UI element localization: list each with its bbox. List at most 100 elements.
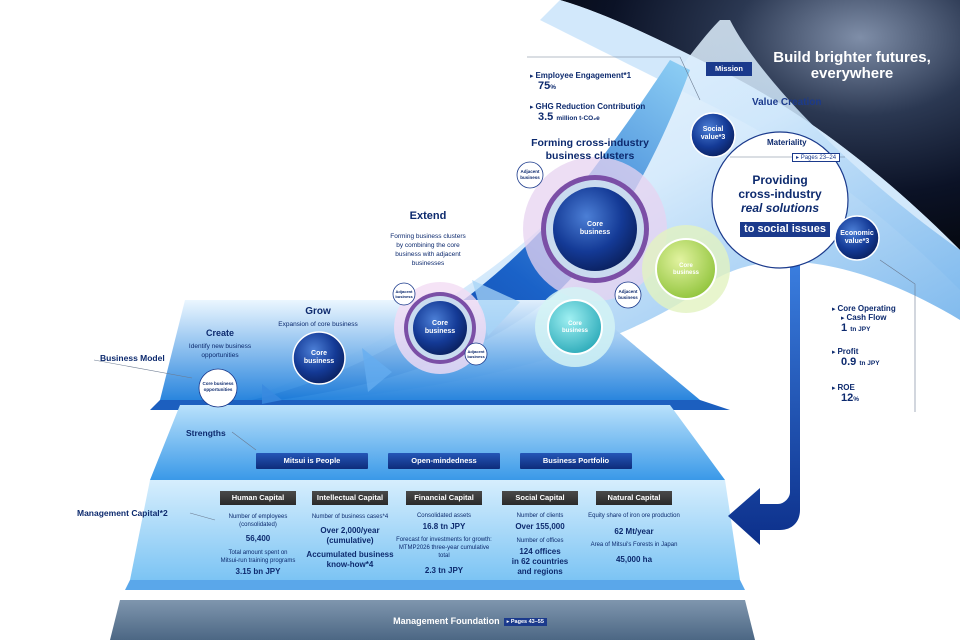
financial-capital-assets-label: Consolidated assets bbox=[416, 513, 472, 519]
kpi-cash-flow-label-2: Cash Flow bbox=[841, 313, 896, 322]
adjacent-3-line-2: business bbox=[520, 175, 540, 180]
strength-business-portfolio: Business Portfolio bbox=[520, 453, 632, 469]
materiality-pages-link[interactable]: ▸ Pages 23–24 bbox=[792, 153, 841, 162]
green-core-line-1: Core bbox=[679, 263, 693, 269]
adjacent-4-line-2: business bbox=[618, 295, 638, 300]
extend-desc-line-4: businesses bbox=[411, 260, 445, 267]
social-capital-clients-value: Over 155,000 bbox=[515, 522, 565, 531]
opportunities-line-1: Core business bbox=[202, 381, 234, 386]
grow-core-line-2: business bbox=[303, 358, 335, 365]
social-capital-offices-label: Number of offices bbox=[516, 538, 564, 544]
kpi-employee-engagement-unit: % bbox=[550, 84, 557, 91]
human-capital-training-value: 3.15 bn JPY bbox=[235, 567, 281, 576]
human-capital-training-label: Total amount spent on Mitsui-run trainin… bbox=[200, 549, 316, 565]
management-capital-label: Management Capital*2 bbox=[77, 508, 168, 518]
human-l4: Mitsui-run training programs bbox=[220, 558, 296, 564]
social-value-line-2: value*3 bbox=[700, 134, 726, 141]
create-title: Create bbox=[205, 328, 234, 338]
social-capital-header: Social Capital bbox=[502, 491, 578, 505]
extend-desc-line-1: Forming business clusters bbox=[390, 233, 466, 240]
create-desc-line-2: opportunities bbox=[201, 352, 239, 359]
social-v2b: in 62 countries bbox=[511, 557, 569, 566]
adjacent-3-line-1: Adjacent bbox=[520, 169, 540, 174]
extend-desc-line-3: business with adjacent bbox=[395, 251, 461, 258]
human-capital-employees-label: Number of employees (consolidated) bbox=[200, 513, 316, 529]
strengths-label: Strengths bbox=[186, 428, 226, 438]
extend-core-line-1: Core bbox=[432, 320, 448, 327]
extend-core-label: Core business bbox=[412, 320, 468, 336]
social-value-line-1: Social bbox=[702, 126, 724, 133]
create-description: Identify new business opportunities bbox=[170, 342, 270, 360]
create-desc-line-1: Identify new business bbox=[188, 343, 252, 350]
mission-headline-line-1: Build brighter futures, bbox=[773, 49, 931, 66]
providing-line-2: cross-industry bbox=[738, 187, 822, 201]
intellectual-capital-knowhow: Accumulated business know-how*4 bbox=[292, 550, 408, 570]
social-v2c: and regions bbox=[517, 567, 563, 576]
intellectual-capital-cases-label: Number of business cases*4 bbox=[311, 514, 389, 520]
social-issues-tag: to social issues bbox=[740, 222, 830, 237]
financial-capital-investment-value: 2.3 tn JPY bbox=[424, 566, 464, 575]
forming-clusters-line-2: business clusters bbox=[545, 150, 635, 162]
social-capital-offices-value: 124 offices in 62 countries and regions bbox=[482, 547, 598, 577]
forming-clusters-title: Forming cross-industry business clusters bbox=[525, 137, 655, 163]
materiality-pages-text: Pages 23–24 bbox=[800, 155, 837, 161]
grow-description: Expansion of core business bbox=[278, 321, 358, 328]
financial-capital-header: Financial Capital bbox=[406, 491, 482, 505]
financial-capital-assets-value: 16.8 tn JPY bbox=[422, 522, 466, 531]
kpi-ghg-reduction-label: GHG Reduction Contribution bbox=[530, 102, 645, 111]
natural-capital-forest-label: Area of Mitsui's Forests in Japan bbox=[590, 542, 678, 548]
adjacent-2-line-1: Adjacent bbox=[467, 349, 485, 354]
intellectual-v1a: Over 2,000/year bbox=[320, 526, 380, 535]
financial-l2: Forecast for investments for growth: bbox=[396, 537, 492, 543]
adjacent-1-line-2: business bbox=[395, 294, 413, 299]
foundation-pages-text: Pages 43–55 bbox=[510, 618, 544, 625]
economic-value-line-2: value*3 bbox=[844, 238, 870, 245]
adjacent-4-line-1: Adjacent bbox=[618, 289, 638, 294]
adjacent-business-label-3: Adjacent business bbox=[516, 169, 544, 181]
kpi-profit-value: 0.9 bbox=[841, 356, 857, 368]
intellectual-capital-header: Intellectual Capital bbox=[312, 491, 388, 505]
financial-l4: total bbox=[438, 553, 450, 559]
kpi-employee-engagement-value: 75 bbox=[538, 80, 551, 92]
kpi-employee-engagement-label: Employee Engagement*1 bbox=[530, 71, 631, 80]
adjacent-1-line-1: Adjacent bbox=[395, 289, 413, 294]
cluster-core-label: Core business bbox=[565, 221, 625, 237]
economic-value-line-1: Economic bbox=[840, 230, 874, 237]
green-core-line-2: business bbox=[672, 270, 699, 276]
opportunities-line-2: opportunities bbox=[203, 387, 233, 392]
cluster-core-line-1: Core bbox=[587, 221, 603, 228]
extend-description: Forming business clusters by combining t… bbox=[373, 232, 483, 268]
human-capital-header: Human Capital bbox=[220, 491, 296, 505]
kpi-core-operating-cash-flow: Core Operating Cash Flow 1 tn JPY bbox=[832, 304, 896, 334]
intellectual-v2a: Accumulated business bbox=[306, 550, 394, 559]
extend-title: Extend bbox=[409, 210, 447, 222]
teal-core-line-2: business bbox=[561, 328, 588, 334]
forming-clusters-line-1: Forming cross-industry bbox=[531, 137, 649, 149]
core-business-opportunities-label: Core business opportunities bbox=[199, 381, 237, 393]
teal-core-line-1: Core bbox=[568, 321, 582, 327]
materiality-title: Materiality bbox=[767, 138, 807, 147]
intellectual-v2b: know-how*4 bbox=[326, 560, 374, 569]
kpi-cash-flow-value: 1 bbox=[841, 322, 848, 334]
management-foundation-text: Management Foundation bbox=[393, 616, 500, 626]
natural-capital-header: Natural Capital bbox=[596, 491, 672, 505]
human-capital-employees-value: 56,400 bbox=[245, 534, 271, 543]
economic-value-label: Economic value*3 bbox=[835, 230, 879, 246]
providing-solutions-text: Providing cross-industry real solutions bbox=[730, 173, 830, 215]
human-l3: Total amount spent on bbox=[228, 550, 288, 556]
cluster-core-line-2: business bbox=[579, 229, 611, 236]
foundation-pages-link[interactable]: ▸ Pages 43–55 bbox=[503, 617, 547, 626]
kpi-profit: Profit 0.9 tn JPY bbox=[832, 347, 880, 368]
value-creation-title: Value Creation bbox=[752, 97, 822, 108]
teal-core-label: Core business bbox=[549, 321, 601, 335]
natural-capital-iron-label: Equity share of iron ore production bbox=[588, 513, 680, 519]
kpi-ghg-reduction-unit: million t-CO₂e bbox=[556, 115, 600, 122]
natural-capital-iron-value: 62 Mt/year bbox=[614, 527, 654, 536]
intellectual-capital-cases-value: Over 2,000/year (cumulative) bbox=[292, 526, 408, 546]
kpi-profit-unit: tn JPY bbox=[859, 360, 880, 367]
kpi-ghg-reduction: GHG Reduction Contribution 3.5 million t… bbox=[530, 102, 645, 123]
extend-core-line-2: business bbox=[424, 328, 456, 335]
adjacent-business-label-4: Adjacent business bbox=[614, 289, 642, 301]
kpi-roe-value: 12 bbox=[841, 392, 854, 404]
